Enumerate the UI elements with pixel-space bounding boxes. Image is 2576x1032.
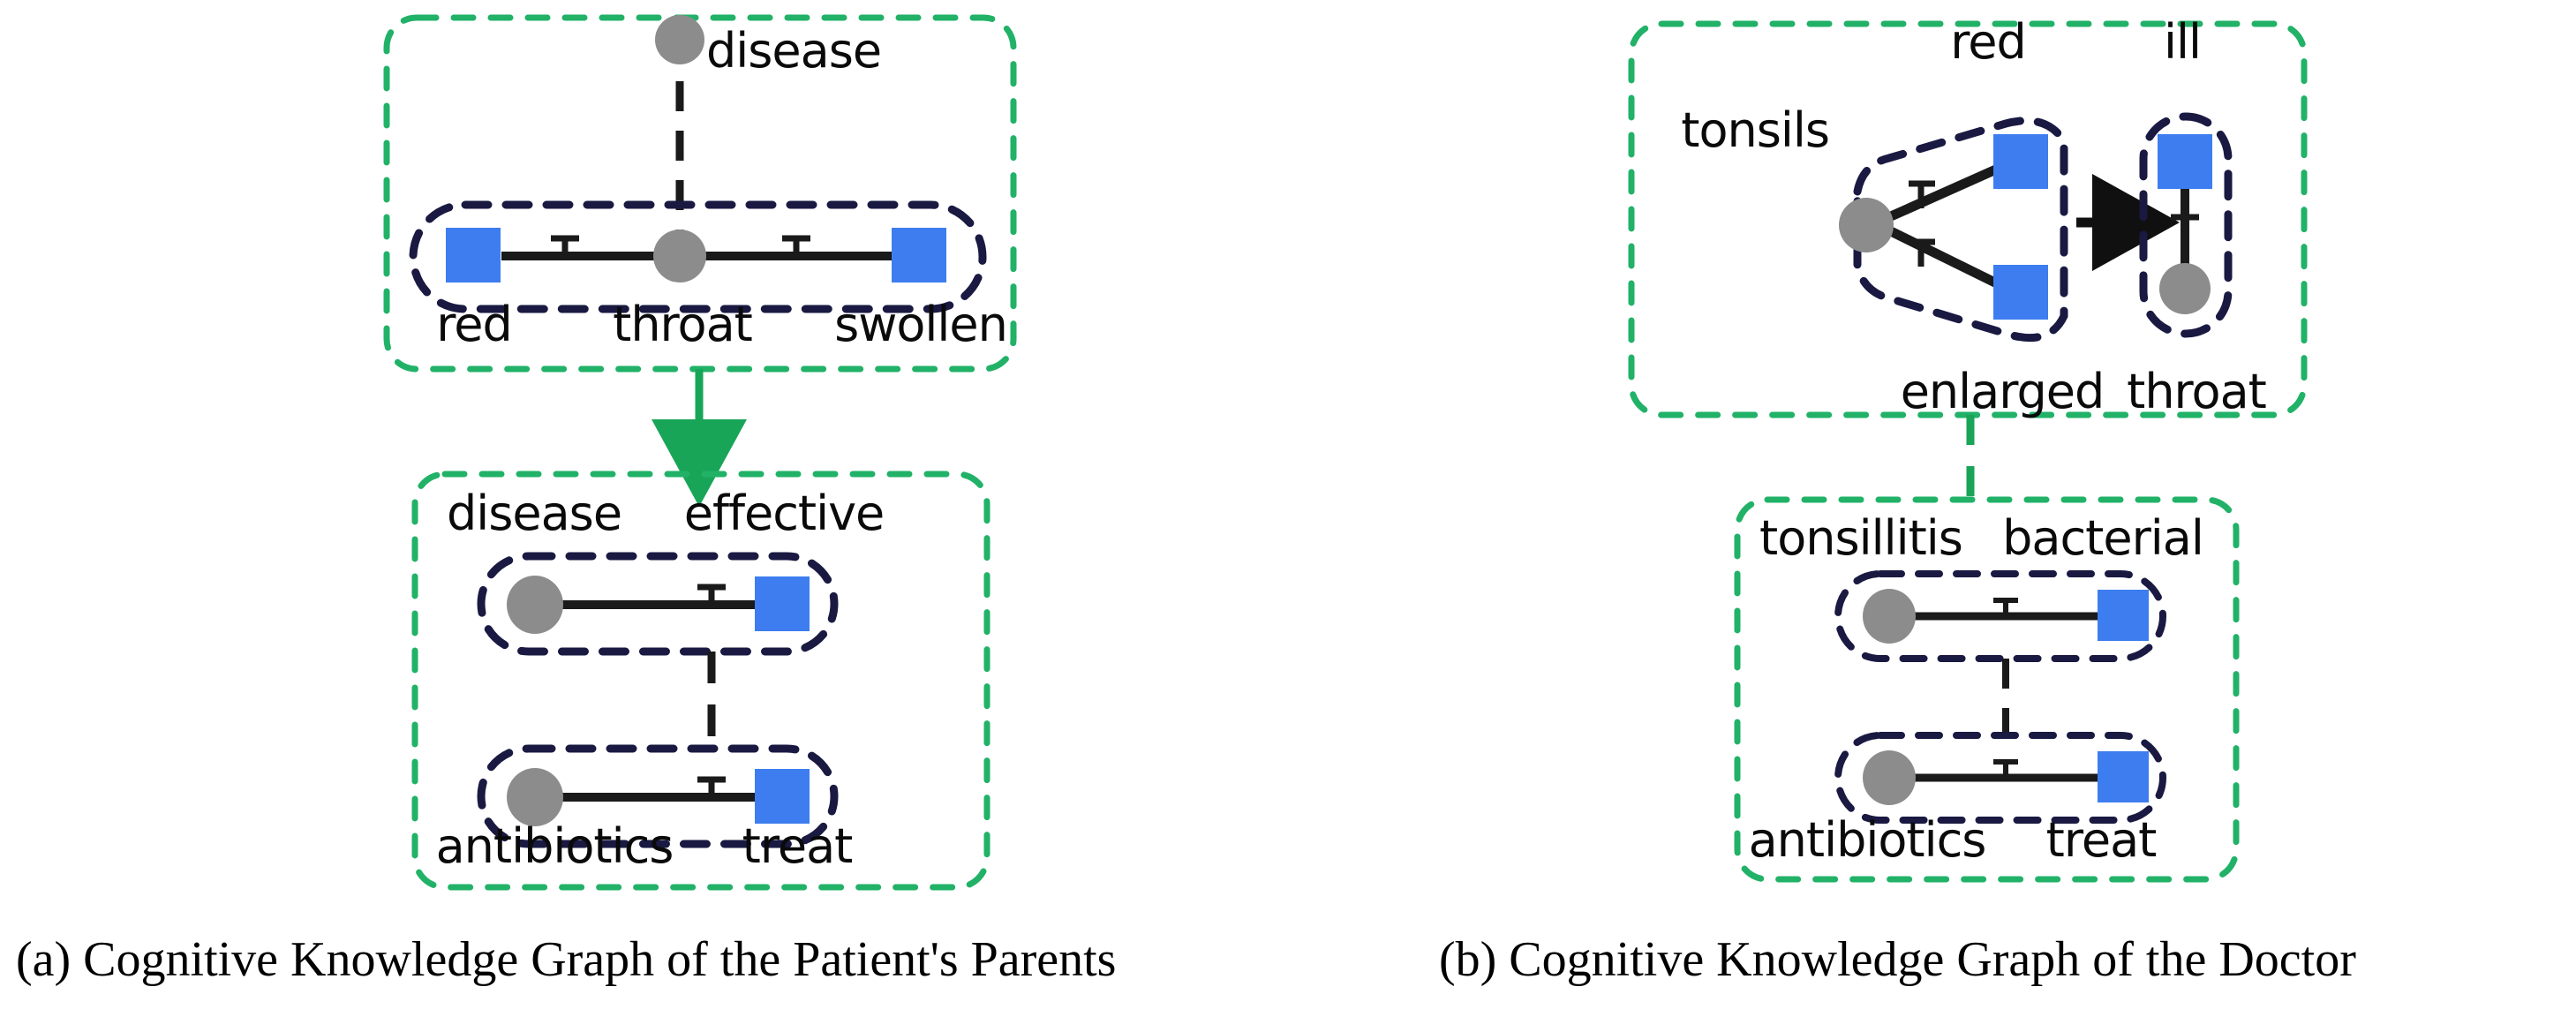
label-ill: ill [2164, 14, 2201, 70]
label-effective: effective [684, 486, 885, 541]
edge-tonsils-red [1888, 160, 2008, 222]
subgraph-b-antibiotics-treat [1834, 732, 2166, 824]
panel-b-perception-box [1628, 20, 2308, 418]
node-effective-square [755, 576, 810, 631]
edge-marker-t [1993, 598, 2018, 618]
edge-marker-t [1993, 759, 2018, 780]
subgraph-a-disease-effective [477, 552, 839, 656]
node-treat-square [755, 769, 810, 824]
label-throat-b: throat [2127, 364, 2266, 419]
subgraph-a-red-throat-swollen [409, 200, 987, 313]
node-enlarged-square [1993, 265, 2048, 320]
panel-b-caption: (b) Cognitive Knowledge Graph of the Doc… [1439, 932, 2356, 987]
node-treat-square-b [2098, 751, 2149, 802]
node-disease-circle [655, 15, 704, 64]
subgraph-b-tonsillitis-bacterial [1834, 570, 2166, 662]
label-red-b: red [1950, 14, 2026, 70]
label-tonsillitis: tonsillitis [1759, 510, 1962, 566]
node-red-square-b [1993, 134, 2048, 189]
label-red: red [436, 297, 512, 352]
edge-marker-t [697, 584, 726, 606]
label-enlarged: enlarged [1901, 364, 2105, 419]
edge-tonsils-enlarged [1888, 227, 2008, 292]
label-throat: throat [613, 297, 752, 352]
subgraph-b-tonsils-triangle [1853, 117, 2068, 342]
node-ill-square [2158, 134, 2212, 189]
label-bacterial: bacterial [2002, 510, 2203, 566]
edge-marker-t [1909, 180, 1935, 208]
node-red-square [446, 228, 501, 282]
label-antibiotics: antibiotics [436, 818, 674, 874]
node-bacterial-square [2098, 590, 2149, 641]
edge-marker-t [1909, 238, 1935, 267]
node-tonsils-circle [1839, 198, 1894, 252]
label-disease-k: disease [447, 486, 621, 541]
panel-a: disease red throat swollen [16, 14, 1116, 987]
node-antibiotics-circle-b [1863, 750, 1916, 805]
edge-marker-t [2171, 214, 2199, 242]
edge-marker-t [551, 235, 579, 258]
label-disease: disease [706, 23, 881, 79]
label-treat-b: treat [2046, 812, 2157, 868]
node-throat-circle [653, 230, 706, 282]
node-tonsillitis-circle [1863, 589, 1916, 644]
node-disease-circle-k [507, 576, 563, 634]
label-swollen: swollen [834, 297, 1007, 352]
label-tonsils: tonsils [1681, 102, 1829, 158]
subgraph-b-ill-throat [2139, 112, 2233, 338]
edge-marker-t [782, 235, 810, 258]
label-antibiotics-b: antibiotics [1749, 812, 1986, 868]
node-antibiotics-circle [507, 768, 563, 826]
node-swollen-square [892, 228, 946, 282]
subgraph-a-antibiotics-treat [477, 744, 839, 848]
edge-marker-t [697, 776, 726, 799]
label-treat: treat [742, 818, 853, 874]
panel-b-knowledge-box [1734, 496, 2240, 883]
panel-a-caption: (a) Cognitive Knowledge Graph of the Pat… [16, 932, 1116, 987]
node-throat-circle-b [2159, 263, 2211, 314]
panel-b: red ill tonsils enlarged throat [1439, 14, 2356, 987]
